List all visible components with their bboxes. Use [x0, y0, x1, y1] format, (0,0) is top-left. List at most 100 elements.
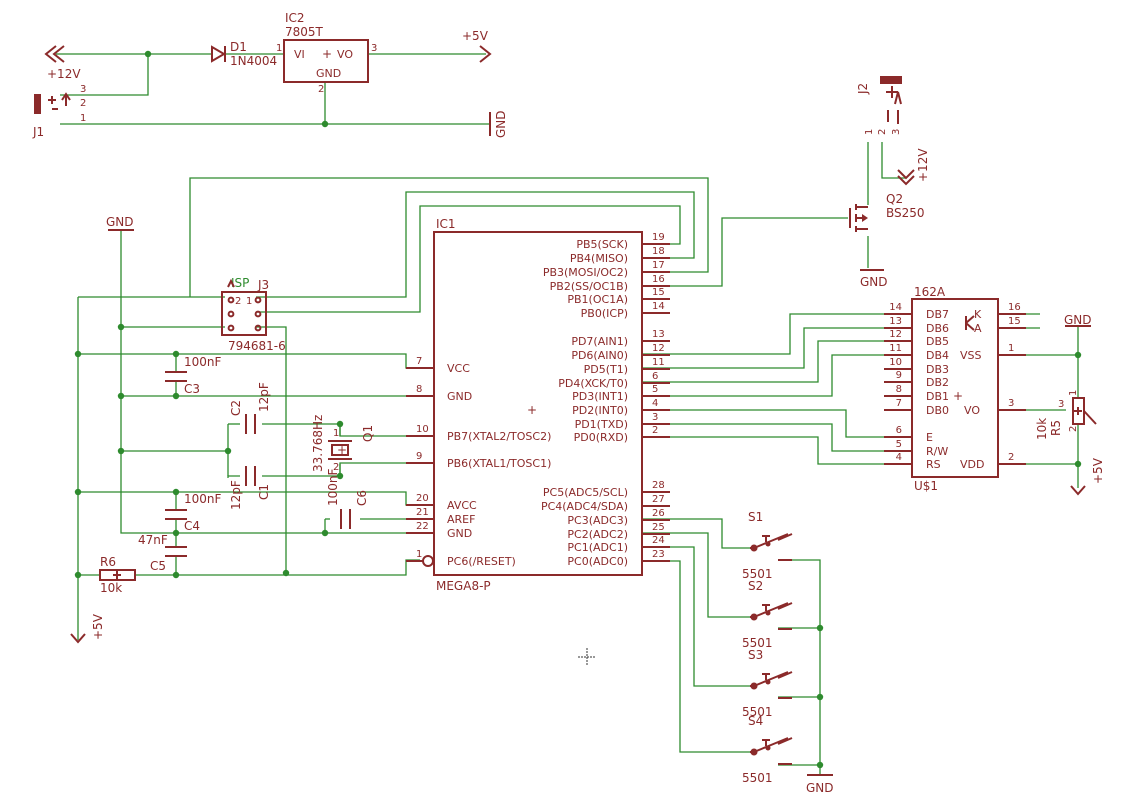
mcu-pin-number: 17: [652, 260, 665, 271]
svg-text:C5: C5: [150, 559, 166, 573]
svg-text:1: 1: [246, 296, 252, 307]
gnd-symbol-switches: GND: [806, 774, 834, 795]
lcd-pin-number: 15: [1008, 316, 1021, 327]
mcu-pin-label: PC5(ADC5/SCL): [543, 486, 628, 499]
mcu-pin-label: PB4(MISO): [570, 252, 628, 265]
lcd-pin-number: 2: [1008, 452, 1014, 463]
mcu-pin-label: PC3(ADC3): [567, 514, 628, 527]
svg-text:U$1: U$1: [914, 479, 938, 493]
svg-text:33.768Hz: 33.768Hz: [311, 415, 325, 472]
mcu-pin-label: PD0(RXD): [574, 431, 628, 444]
svg-text:IC1: IC1: [436, 217, 456, 231]
lcd-pin-label: DB5: [926, 335, 949, 348]
switch-value: 5501: [742, 567, 773, 581]
mcu-pin-number: 15: [652, 287, 665, 298]
svg-text:2: 2: [235, 296, 241, 307]
lcd-pin-number: 9: [896, 370, 902, 381]
svg-text:J1: J1: [32, 125, 44, 139]
lcd-pin-number: 5: [896, 439, 902, 450]
mcu-pin-label: PB6(XTAL1/TOSC1): [447, 457, 551, 470]
switch-value: 5501: [742, 771, 773, 785]
svg-text:3: 3: [891, 129, 902, 135]
svg-text:12pF: 12pF: [257, 382, 271, 412]
svg-text:+: +: [322, 47, 332, 61]
lcd-pin-label: R/W: [926, 445, 948, 458]
mcu-pin-label: PC2(ADC2): [567, 528, 628, 541]
svg-text:+: +: [527, 403, 537, 417]
lcd-pin-number: 10: [889, 357, 902, 368]
mcu-pin-number: 21: [416, 507, 429, 518]
svg-text:GND: GND: [494, 110, 508, 138]
mcu-pin-number: 24: [652, 535, 665, 546]
svg-text:47nF: 47nF: [138, 533, 168, 547]
mcu-pin-label: GND: [447, 390, 472, 403]
svg-text:Q1: Q1: [361, 425, 375, 442]
mosfet-q2: Q2 BS250 GND: [849, 192, 925, 289]
svg-text:C2: C2: [229, 400, 243, 416]
mcu-pin-label: PD4(XCK/T0): [558, 377, 628, 390]
svg-text:J2: J2: [856, 83, 870, 95]
svg-text:2: 2: [877, 129, 888, 135]
svg-text:2: 2: [318, 84, 324, 95]
mcu-pin-label: PD3(INT1): [572, 390, 628, 403]
switch-name: S4: [748, 714, 763, 728]
gnd-symbol-top: GND: [489, 110, 508, 138]
lcd-module-162a: 162A U$1 + 14DB713DB612DB511DB410DB39DB2…: [884, 285, 1026, 493]
lcd-pin-label: RS: [926, 458, 941, 471]
mcu-pin-label: PC0(ADC0): [567, 555, 628, 568]
mcu-pin-label: PC4(ADC4/SDA): [541, 500, 628, 513]
mcu-pin-label: PB2(SS/OC1B): [550, 280, 628, 293]
lcd-pin-label: DB1: [926, 390, 949, 403]
lcd-pin-number: 13: [889, 316, 902, 327]
lcd-pin-number: 14: [889, 302, 902, 313]
mcu-pin-number: 18: [652, 246, 665, 257]
switch-value: 5501: [742, 705, 773, 719]
capacitor-c1: 12pF C1: [229, 466, 271, 510]
mcu-pin-number: 3: [652, 412, 658, 423]
svg-text:+5V: +5V: [462, 29, 489, 43]
svg-text:3: 3: [1058, 399, 1064, 410]
svg-text:C1: C1: [257, 484, 271, 500]
lcd-pin-label: VO: [964, 404, 980, 417]
mcu-left-pin-list: 7VCC8GND10PB7(XTAL2/TOSC2)9PB6(XTAL1/TOS…: [416, 356, 551, 568]
mcu-pin-number: 25: [652, 522, 665, 533]
switch-contact: [765, 541, 771, 547]
mcu-pin-number: 7: [416, 356, 422, 367]
lcd-pin-label: A: [974, 322, 982, 335]
lcd-pin-number: 16: [1008, 302, 1021, 313]
mcu-pin-number: 14: [652, 301, 665, 312]
isp-header-j3: ISP J3 794681-6 2 1: [221, 276, 286, 353]
lcd-pin-number: 4: [896, 452, 902, 463]
lcd-pin-number: 8: [896, 384, 902, 395]
mcu-pin-label: PD5(T1): [584, 363, 628, 376]
mcu-pin-number: 4: [652, 398, 658, 409]
svg-text:C3: C3: [184, 382, 200, 396]
svg-text:1: 1: [1068, 390, 1079, 396]
svg-text:+5V: +5V: [91, 613, 105, 640]
svg-text:100nF: 100nF: [184, 492, 222, 506]
mcu-pin-number: 9: [416, 451, 422, 462]
svg-text:162A: 162A: [914, 285, 946, 299]
plus5v-symbol-lcd: +5V: [1070, 457, 1105, 496]
switch-name: S2: [748, 579, 763, 593]
svg-text:IC2: IC2: [285, 11, 305, 25]
svg-text:3: 3: [371, 43, 377, 54]
resistor-r6: R6 10k: [99, 555, 136, 595]
svg-text:+: +: [953, 389, 963, 403]
svg-text:C6: C6: [355, 490, 369, 506]
mcu-pin-label: VCC: [447, 362, 470, 375]
lcd-pin-number: 11: [889, 343, 902, 354]
switch-contact: [750, 682, 758, 690]
switch-contact: [750, 748, 758, 756]
svg-text:J3: J3: [257, 278, 269, 292]
svg-text:D1: D1: [230, 40, 247, 54]
svg-text:GND: GND: [1064, 313, 1092, 327]
lcd-pin-label: DB6: [926, 322, 949, 335]
lcd-pin-label: DB3: [926, 363, 949, 376]
mcu-pin-label: PB0(ICP): [581, 307, 628, 320]
plus5v-symbol-left: +5V: [70, 613, 105, 644]
switch-contact: [750, 613, 758, 621]
